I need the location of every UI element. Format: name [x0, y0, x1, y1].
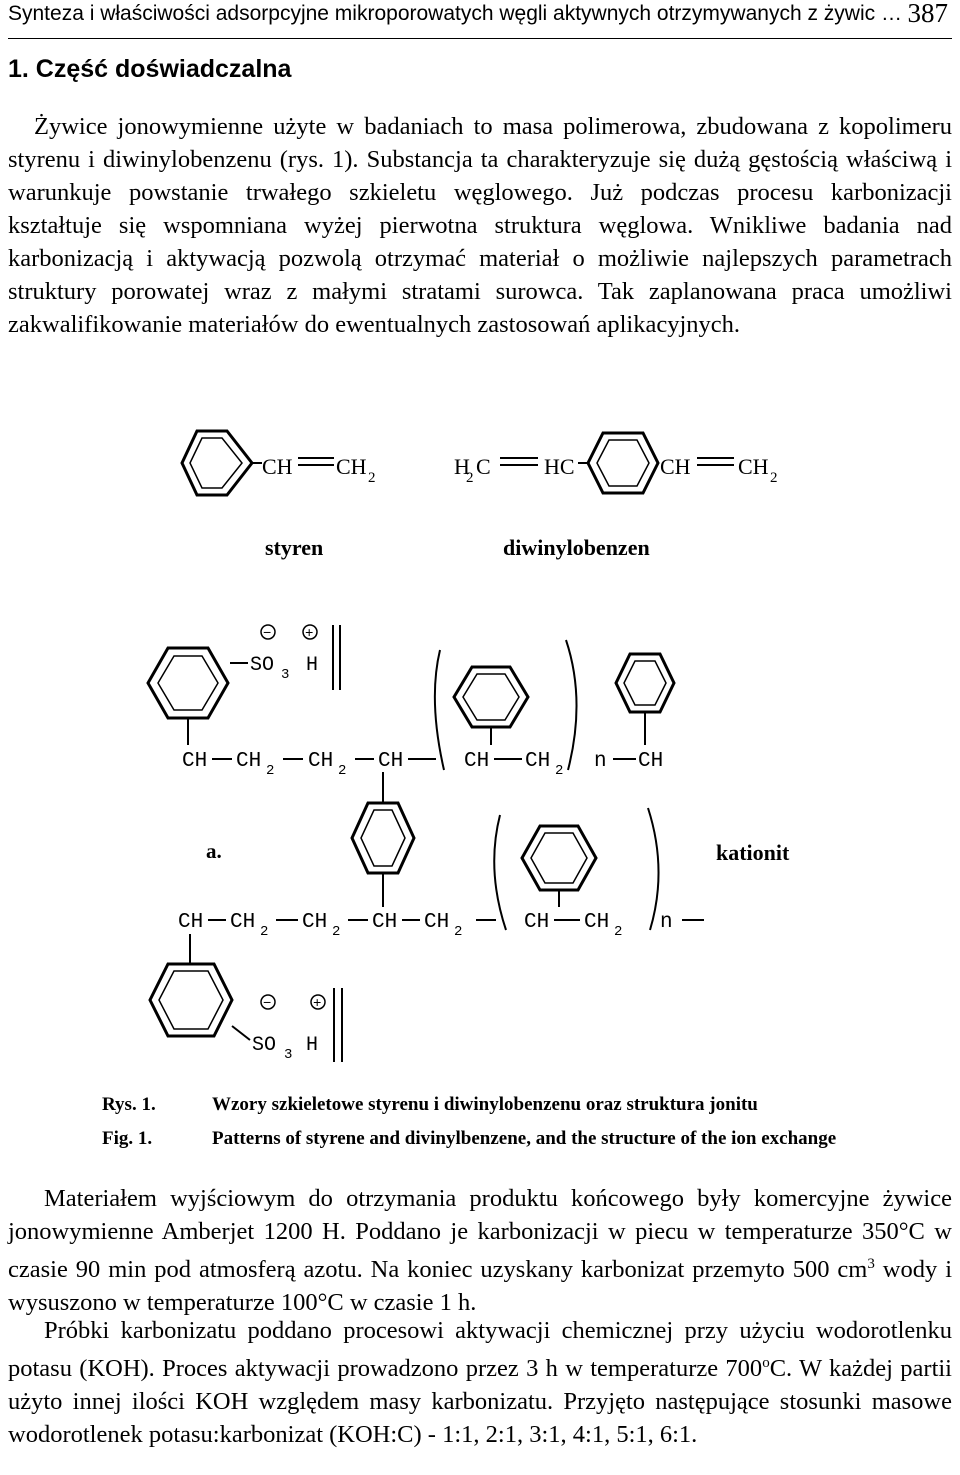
n-lower: n — [660, 911, 673, 934]
svg-text:CH: CH — [424, 911, 449, 934]
minus-sign-upper: − — [263, 626, 271, 642]
paragraph-materials: Materiałem wyjściowym do otrzymania prod… — [8, 1185, 953, 1317]
running-header: Synteza i właściwości adsorpcyjne mikrop… — [8, 0, 952, 39]
plus-sign-lower: + — [313, 996, 321, 1012]
svg-text:2: 2 — [454, 924, 462, 940]
styrene-sub2: 2 — [368, 470, 376, 486]
svg-text:CH: CH — [464, 750, 489, 773]
svg-text:CH: CH — [584, 911, 609, 934]
styrene-structure: CH CH 2 — [180, 429, 376, 497]
section-title: 1. Część doświadczalna — [8, 55, 292, 83]
label-a: a. — [206, 839, 222, 863]
so3-upper: SO — [250, 654, 274, 677]
n-upper: n — [594, 750, 607, 773]
dvb-c: C — [476, 454, 491, 479]
h-upper: H — [306, 654, 318, 677]
styrene-ch2: CH — [336, 454, 367, 479]
svg-text:CH: CH — [230, 911, 255, 934]
svg-text:CH: CH — [524, 911, 549, 934]
superscript-o: o — [762, 1355, 770, 1371]
svg-text:3: 3 — [281, 667, 289, 683]
svg-text:CH: CH — [178, 911, 203, 934]
caption-pl: Rys. 1. Wzory szkieletowe styrenu i diwin… — [102, 1094, 758, 1116]
svg-text:CH: CH — [308, 750, 333, 773]
dvb-hc: HC — [544, 454, 575, 479]
dvb-ch: CH — [660, 454, 691, 479]
dvb-ch2: CH — [738, 454, 769, 479]
svg-text:2: 2 — [266, 763, 274, 779]
svg-text:2: 2 — [555, 763, 563, 779]
svg-text:2: 2 — [332, 924, 340, 940]
minus-sign-lower: − — [263, 996, 271, 1012]
styrene-ch: CH — [262, 454, 293, 479]
label-kationit: kationit — [716, 840, 790, 865]
paragraph-activation: Próbki karbonizatu poddano procesowi akt… — [8, 1317, 952, 1449]
caption-en: Fig. 1. Patterns of styrene and divinylbe… — [102, 1128, 836, 1150]
figure-structures: CH CH 2 H 2 C HC CH CH 2 styren diwinylo… — [146, 429, 790, 1063]
caption-pl-text: Wzory szkieletowe styrenu i diwinylobenz… — [212, 1094, 758, 1115]
caption-en-text: Patterns of styrene and divinylbenzene, … — [212, 1128, 837, 1149]
svg-text:CH: CH — [525, 750, 550, 773]
svg-text:CH: CH — [372, 911, 397, 934]
ion-exchanger-upper-chain: SO 3 H − + CH CH 2 CH 2 CH CH CH 2 n CH — [146, 624, 676, 779]
svg-text:2: 2 — [614, 924, 622, 940]
label-styren: styren — [265, 535, 323, 560]
plus-sign-upper: + — [305, 626, 313, 642]
page-number: 387 — [907, 0, 949, 28]
svg-text:CH: CH — [302, 911, 327, 934]
svg-text:CH: CH — [182, 750, 207, 773]
dvb-h: H — [454, 454, 470, 479]
crosslink-ring — [350, 772, 416, 907]
running-title: Synteza i właściwości adsorpcyjne mikrop… — [8, 2, 902, 25]
svg-text:CH: CH — [638, 750, 663, 773]
svg-text:2: 2 — [770, 470, 778, 486]
h-lower: H — [306, 1034, 318, 1057]
paragraph-intro: Żywice jonowymienne użyte w badaniach to… — [8, 113, 952, 338]
svg-text:3: 3 — [284, 1047, 292, 1063]
ion-exchanger-lower-chain: CH CH 2 CH 2 CH CH 2 CH CH 2 n SO 3 H − — [148, 807, 704, 1063]
so3-lower: SO — [252, 1034, 276, 1057]
divinylbenzene-structure: H 2 C HC CH CH 2 — [454, 431, 778, 495]
superscript-3: 3 — [867, 1256, 875, 1272]
caption-pl-label: Rys. 1. — [102, 1094, 156, 1115]
svg-text:2: 2 — [338, 763, 346, 779]
svg-text:2: 2 — [466, 470, 474, 486]
svg-text:2: 2 — [260, 924, 268, 940]
label-diwinylobenzen: diwinylobenzen — [503, 535, 650, 560]
caption-en-label: Fig. 1. — [102, 1128, 153, 1149]
svg-text:CH: CH — [378, 750, 403, 773]
svg-text:CH: CH — [236, 750, 261, 773]
